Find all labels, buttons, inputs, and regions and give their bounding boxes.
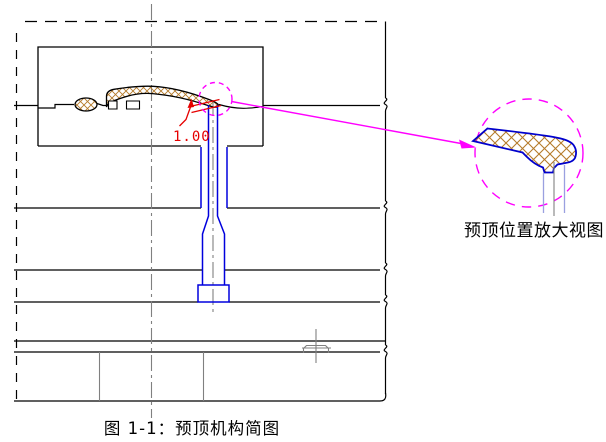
parting-step-left: [38, 103, 74, 109]
break-mark: [383, 262, 388, 277]
gap-double-line: [189, 98, 222, 114]
detail-source-circle: [198, 81, 233, 117]
center-lines: [98, 4, 214, 418]
part-rib-left: [107, 100, 118, 110]
mold-base-boundary: [15, 20, 385, 401]
locating-element: [302, 329, 331, 363]
pin-clearance-hole: [200, 147, 228, 208]
break-mark: [383, 294, 388, 309]
detail-callout: [198, 81, 584, 208]
ejector-pin: [197, 105, 230, 303]
dimension-leader-line: [179, 106, 192, 127]
cavity-block-outline: [37, 46, 264, 146]
locator-crosshair: [302, 329, 331, 363]
molded-part: [38, 85, 264, 112]
detail-leader-line: [231, 100, 462, 145]
enlarged-part-tip: [471, 127, 577, 174]
break-mark: [383, 200, 388, 215]
pin-shaft-left-edge: [201, 105, 210, 285]
detail-view: [471, 127, 577, 216]
break-mark: [383, 344, 388, 359]
detail-leader-arrowhead: [459, 139, 477, 149]
enlarged-pin-edges: [542, 165, 566, 213]
latch-link-line: [96, 102, 107, 107]
figure-caption: 图 1-1：预顶机构简图: [104, 419, 280, 438]
gate-latch-section: [74, 97, 98, 112]
bottom-plate-line: [14, 392, 387, 402]
break-mark: [383, 97, 388, 112]
pin-head: [197, 284, 230, 303]
dimension-text: 1.00: [173, 129, 211, 145]
part-rib-right: [125, 100, 141, 110]
detail-view-label: 预顶位置放大视图: [464, 221, 604, 241]
detail-view-circle: [474, 98, 584, 208]
dimension-annotation: 1.00: [173, 98, 222, 145]
mold-plate-lines: [14, 21, 391, 402]
pin-shaft-right-edge: [216, 105, 226, 285]
plate-break-marks: [380, 97, 391, 359]
part-cross-section: [105, 85, 220, 108]
